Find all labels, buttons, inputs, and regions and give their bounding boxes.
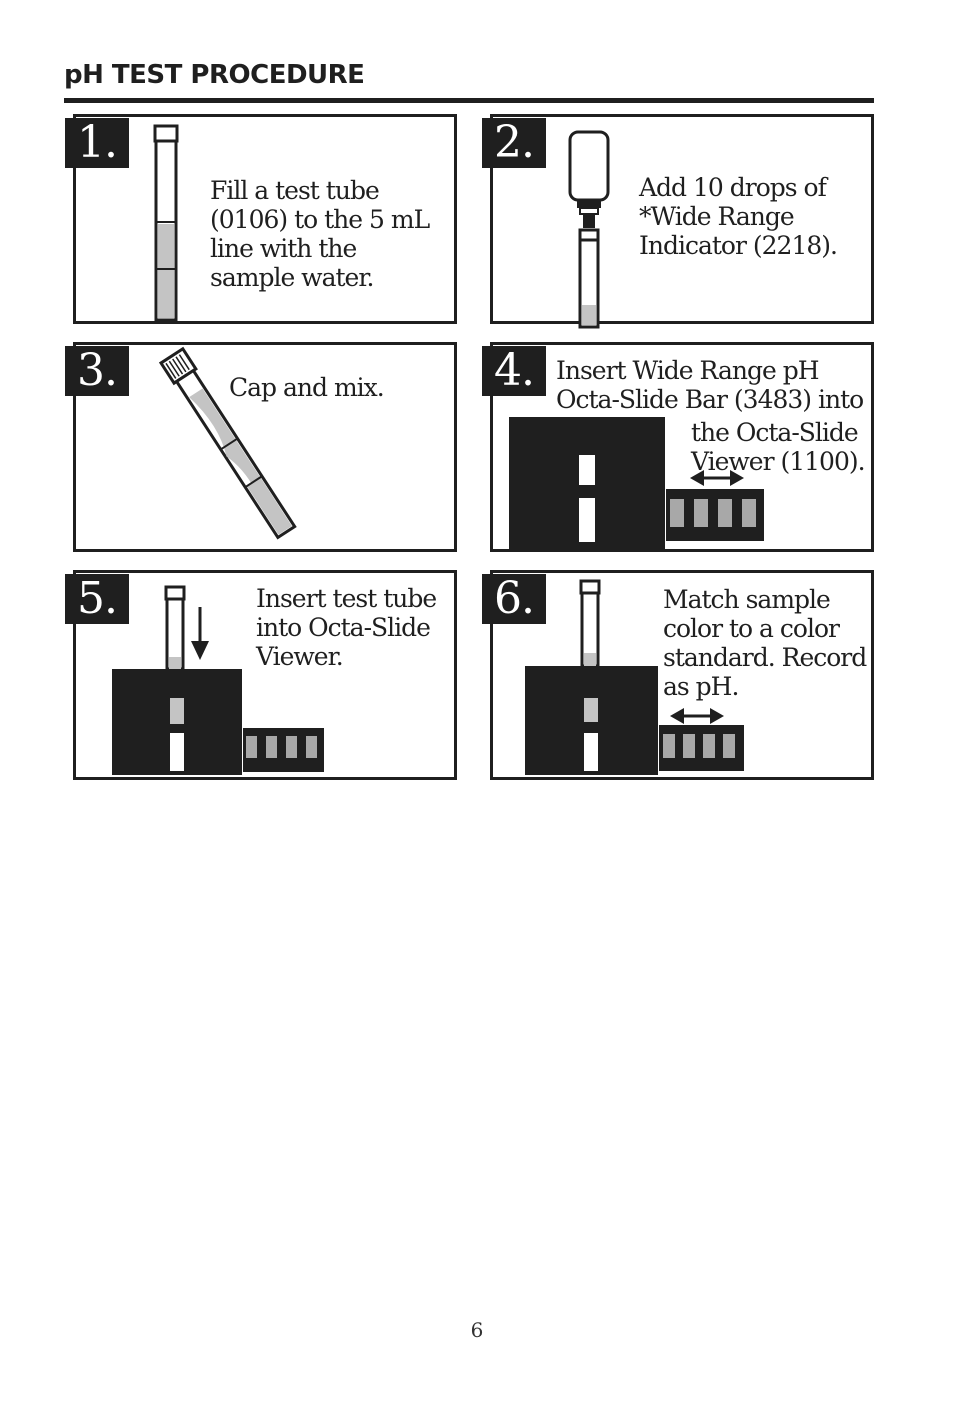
step-3-number: 3. bbox=[65, 346, 129, 396]
match-color-illustration bbox=[525, 579, 744, 775]
test-tube-illustration bbox=[153, 124, 179, 322]
step-6-panel: 6. Match sample color to a color standar… bbox=[482, 570, 874, 780]
page-title: pH TEST PROCEDURE bbox=[64, 60, 365, 90]
octa-slide-viewer-illustration bbox=[509, 417, 764, 549]
step-4-line: Insert Wide Range pH bbox=[556, 356, 819, 385]
step-1-line: (0106) to the 5 mL bbox=[210, 205, 430, 234]
step-5-number: 5. bbox=[65, 574, 129, 624]
step-6-line: standard. Record bbox=[663, 643, 867, 672]
step-3-line: Cap and mix. bbox=[229, 373, 385, 402]
page-number: 6 bbox=[470, 1318, 484, 1342]
step-6-line: color to a color bbox=[663, 614, 840, 643]
step-5-panel: 5. Insert test tube into Octa-Slide View… bbox=[65, 570, 457, 780]
step-1-line: Fill a test tube bbox=[210, 176, 380, 205]
step-6-line: as pH. bbox=[663, 672, 739, 701]
step-1-line: line with the bbox=[210, 234, 357, 263]
step-4-panel: 4. Insert Wide Range pH Octa-Slide Bar (… bbox=[482, 342, 874, 552]
step-5-text: Insert test tube into Octa-Slide Viewer. bbox=[256, 584, 437, 671]
double-arrow-icon bbox=[670, 708, 724, 724]
step-2-text: Add 10 drops of *Wide Range Indicator (2… bbox=[639, 173, 838, 260]
dropper-bottle-illustration bbox=[568, 130, 610, 329]
step-1-number: 1. bbox=[65, 118, 129, 168]
step-6-number: 6. bbox=[482, 574, 546, 624]
step-4-line: the Octa-Slide bbox=[691, 418, 859, 447]
tilted-capped-tube-illustration bbox=[158, 346, 297, 540]
step-5-line: into Octa-Slide bbox=[256, 613, 431, 642]
tube-into-viewer-illustration bbox=[112, 585, 324, 775]
step-3-text: Cap and mix. bbox=[229, 373, 385, 402]
step-1-text: Fill a test tube (0106) to the 5 mL line… bbox=[210, 176, 430, 292]
title-rule bbox=[64, 98, 874, 103]
step-4-text: Insert Wide Range pH Octa-Slide Bar (348… bbox=[556, 356, 866, 476]
step-5-line: Insert test tube bbox=[256, 584, 437, 613]
step-6-line: Match sample bbox=[663, 585, 831, 614]
double-arrow-icon bbox=[690, 470, 744, 486]
step-2-line: *Wide Range bbox=[639, 202, 795, 231]
step-2-number: 2. bbox=[482, 118, 546, 168]
step-4-number: 4. bbox=[482, 346, 546, 396]
step-5-line: Viewer. bbox=[256, 642, 344, 671]
step-2-line: Add 10 drops of bbox=[639, 173, 827, 202]
step-3-panel: 3. Cap and mix. bbox=[65, 342, 457, 552]
step-1-panel: 1. Fill a test tube (0106) to the 5 mL l… bbox=[65, 114, 457, 324]
step-4-line: Viewer (1100). bbox=[691, 447, 866, 476]
step-2-line: Indicator (2218). bbox=[639, 231, 838, 260]
step-4-line: Octa-Slide Bar (3483) into bbox=[556, 385, 864, 414]
down-arrow-icon bbox=[191, 607, 209, 660]
step-1-line: sample water. bbox=[210, 263, 374, 292]
step-6-text: Match sample color to a color standard. … bbox=[663, 585, 867, 701]
step-2-panel: 2. Add 10 drops of *Wide Range Indicator… bbox=[482, 114, 874, 329]
